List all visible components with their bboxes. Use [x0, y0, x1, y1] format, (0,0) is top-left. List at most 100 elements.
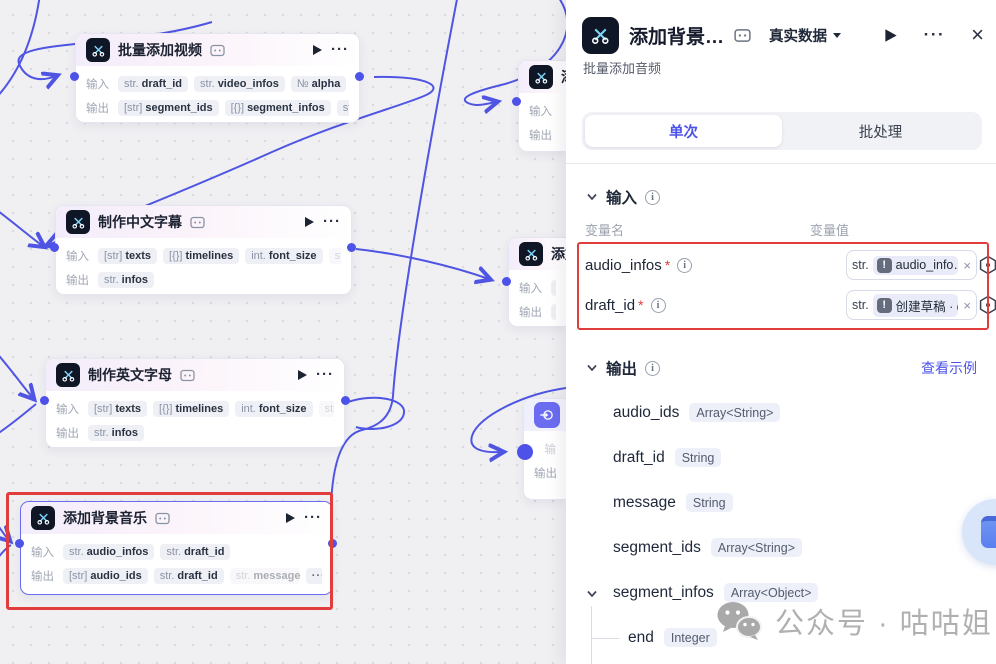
node-batch-add-video[interactable]: 批量添加视频 ··· 输入 str.draft_id str.video_inf…: [75, 33, 360, 123]
inputs-label: 输: [544, 444, 557, 456]
tree-line: [591, 606, 592, 664]
run-node-button[interactable]: [297, 369, 308, 381]
view-example-link[interactable]: 查看示例: [921, 360, 977, 376]
node-outputs-row: 输出 str. d: [519, 300, 556, 324]
inputs-label: 输入: [31, 547, 54, 559]
value-field[interactable]: str. ! audio_info… ×: [846, 250, 977, 280]
more-chips-button[interactable]: ···: [305, 568, 322, 584]
node-inputs-row: 输入 [str]texts [{}]timelines int.font_siz…: [56, 397, 334, 421]
input-port[interactable]: [517, 444, 533, 460]
collapse-output-chevron-icon[interactable]: [586, 364, 598, 372]
input-port[interactable]: [502, 277, 511, 286]
node-more-button[interactable]: ···: [323, 213, 341, 230]
param-name: draft_id: [585, 296, 636, 314]
tree-line: [591, 638, 619, 639]
output-name: audio_ids: [613, 403, 680, 421]
close-panel-button[interactable]: ×: [971, 22, 984, 47]
reference-chip[interactable]: ! 创建草稿 · dr…: [872, 293, 959, 317]
node-more-button[interactable]: ···: [316, 366, 334, 383]
clear-value-button[interactable]: ×: [963, 297, 971, 313]
tab-single-run[interactable]: 单次: [585, 115, 782, 147]
output-chip: str.draft_id: [336, 100, 349, 116]
run-node-button[interactable]: [312, 44, 323, 56]
input-port[interactable]: [15, 539, 24, 548]
input-section-title: 输入: [606, 190, 638, 207]
output-item: message String: [613, 493, 733, 512]
variable-picker-button[interactable]: [977, 254, 996, 276]
link-icon: [190, 216, 205, 229]
node-title: 制作中文字幕: [98, 214, 182, 230]
outputs-label: 输出: [529, 130, 552, 142]
panel-header: 添加背景… 真实数据 ··· ×: [582, 15, 984, 55]
col-variable-value: 变量值: [810, 223, 850, 238]
outputs-label: 输出: [66, 275, 89, 287]
node-make-english-subtitles[interactable]: 制作英文字母 ··· 输入 [str]texts [{}]timelines i…: [45, 358, 345, 448]
node-partial-top[interactable]: 添 输入 st 输出 st: [518, 60, 575, 152]
output-port[interactable]: [347, 243, 356, 252]
type-badge: Array<String>: [710, 538, 803, 557]
output-port[interactable]: [328, 539, 337, 548]
output-port[interactable]: [341, 396, 350, 405]
collapse-input-chevron-icon[interactable]: [586, 193, 598, 201]
input-columns: 变量名 变量值: [585, 220, 982, 239]
value-field[interactable]: str. ! 创建草稿 · dr… ×: [846, 290, 977, 320]
variable-picker-button[interactable]: [977, 294, 996, 316]
inputs-label: 输入: [86, 79, 109, 91]
warning-badge: !: [876, 257, 892, 273]
node-header: 制作中文字幕 ···: [56, 206, 351, 238]
expand-segment-infos-chevron-icon[interactable]: [586, 590, 598, 598]
input-chip: str.draft_id: [118, 76, 189, 92]
inputs-label: 输入: [56, 404, 79, 416]
input-port[interactable]: [70, 72, 79, 81]
output-port[interactable]: [355, 72, 364, 81]
node-title: 批量添加视频: [118, 42, 202, 58]
input-chip: str.in: [318, 401, 334, 417]
input-port[interactable]: [512, 97, 521, 106]
node-inputs-row: 输入 [str]texts [{}]timelines int.font_siz…: [66, 244, 341, 268]
param-name: audio_infos: [585, 256, 662, 274]
output-name: end: [628, 628, 654, 646]
node-outputs-row: 输出 st: [529, 123, 556, 147]
node-header: 添加: [509, 238, 579, 270]
inputs-label: 输入: [519, 283, 542, 295]
clear-value-button[interactable]: ×: [963, 257, 971, 273]
input-chip: str. c: [551, 280, 556, 296]
tab-batch[interactable]: 批处理: [858, 124, 903, 141]
jianying-icon: [86, 38, 110, 62]
link-icon: [734, 28, 751, 43]
output-item-child: end Integer: [628, 628, 717, 647]
mode-tabs: 单次 批处理: [582, 112, 982, 150]
node-make-chinese-subtitles[interactable]: 制作中文字幕 ··· 输入 [str]texts [{}]timelines i…: [55, 205, 352, 295]
output-item: segment_ids Array<String>: [613, 538, 803, 557]
output-name: message: [613, 493, 676, 511]
output-item: audio_ids Array<String>: [613, 403, 781, 422]
input-port[interactable]: [50, 243, 59, 252]
input-port[interactable]: [40, 396, 49, 405]
node-partial-middle[interactable]: 添加 输入 str. c 输出 str. d: [508, 237, 579, 327]
jianying-icon: [529, 65, 553, 89]
warning-badge: !: [876, 297, 892, 313]
input-chip: [str]texts: [98, 248, 158, 264]
run-node-button[interactable]: [884, 28, 898, 43]
node-more-button[interactable]: ···: [331, 41, 349, 58]
panel-more-button[interactable]: ···: [923, 25, 946, 44]
node-outputs-row: 输出 [str]segment_ids [{}]segment_infos st…: [86, 96, 349, 120]
outputs-label: 输出: [31, 571, 54, 583]
divider: [566, 163, 996, 164]
run-node-button[interactable]: [304, 216, 315, 228]
reference-chip[interactable]: ! audio_info…: [872, 255, 959, 275]
info-icon: i: [650, 297, 666, 313]
col-variable-name: 变量名: [585, 223, 625, 238]
chevron-down-icon: [833, 32, 842, 38]
node-outputs-row: 输出类: [534, 461, 556, 485]
run-node-button[interactable]: [285, 512, 296, 524]
node-add-background-music[interactable]: 添加背景音乐 ··· 输入 str.audio_infos str.draft_…: [20, 501, 333, 595]
node-title: 制作英文字母: [88, 367, 172, 383]
env-dropdown[interactable]: 真实数据: [769, 25, 842, 46]
node-more-button[interactable]: ···: [304, 509, 322, 526]
node-inputs-row: 输: [534, 437, 557, 461]
floating-assistant-button[interactable]: [962, 499, 996, 565]
jianying-icon: [582, 16, 619, 54]
outputs-label: 输出: [86, 103, 109, 115]
